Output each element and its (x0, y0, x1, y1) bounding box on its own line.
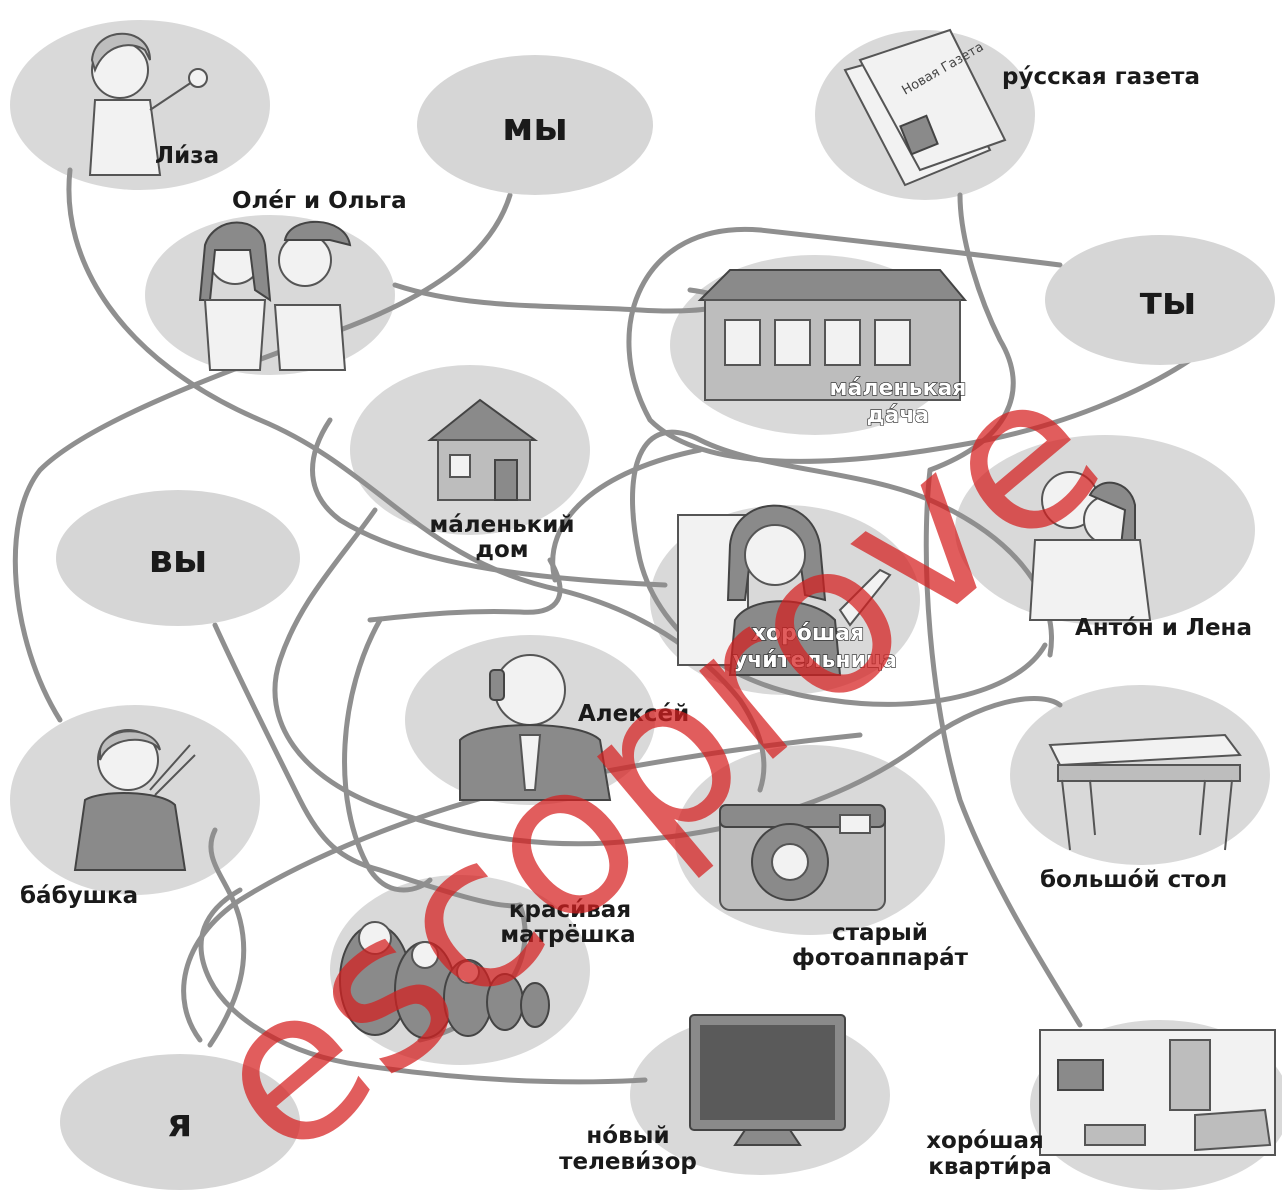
anton-lena-illustration (1028, 471, 1152, 621)
maze-line (198, 887, 648, 1085)
labels: Ли́за Оле́г и Ольга ру́сская газета ма́л… (20, 64, 1252, 1180)
dacha-illustration (697, 269, 968, 401)
maze-line (272, 507, 1063, 847)
label-dacha-line2: да́ча (867, 403, 930, 428)
maze-line (12, 192, 513, 723)
label-uchitelnitsa-line2: учи́тельница (733, 648, 897, 673)
maze-line (630, 429, 1054, 707)
label-gazeta: ру́сская газета (1002, 64, 1200, 90)
matryoshka-illustration (339, 921, 550, 1039)
aleksey-illustration (459, 654, 612, 801)
pronoun-ya: я (60, 1054, 300, 1190)
pronoun-vy: вы (56, 490, 300, 626)
pronoun-vy-label: вы (149, 537, 207, 581)
label-kvartira-line1: хоро́шая (926, 1128, 1044, 1154)
label-dom-line1: ма́ленький (429, 512, 574, 538)
teacher-illustration (677, 504, 892, 676)
maze-line (367, 557, 563, 623)
maze-line (212, 622, 523, 909)
maze-line (181, 732, 863, 1043)
babushka-illustration (73, 729, 196, 871)
label-stol: большо́й стол (1040, 867, 1227, 893)
label-matryoshka-line2: матрёшка (500, 922, 635, 948)
maze-line (342, 617, 433, 893)
maze-line (66, 167, 767, 793)
pronoun-my-label: мы (502, 105, 567, 149)
small-house-illustration (427, 398, 539, 501)
label-liza: Ли́за (155, 143, 219, 169)
label-uchitelnitsa-line1: хоро́шая (752, 621, 865, 646)
maze-line (310, 417, 668, 588)
label-anton-lena: Анто́н и Лена (1075, 615, 1252, 641)
label-dacha-line1: ма́ленькая (830, 376, 967, 401)
maze-line (550, 447, 703, 583)
label-matryoshka-line1: краси́вая (509, 897, 631, 923)
label-fotoapparat-line2: фотоаппара́т (792, 945, 969, 971)
label-aleksey: Алексе́й (578, 701, 689, 727)
apartment-illustration (1039, 1029, 1276, 1156)
table-illustration (1048, 733, 1242, 851)
camera-illustration (719, 804, 886, 911)
maze-line (392, 282, 729, 314)
pronoun-ty: ты (1045, 235, 1275, 365)
pronoun-ya-label: я (168, 1101, 192, 1145)
label-dom-line2: дом (475, 537, 528, 563)
label-babushka: ба́бушка (20, 883, 138, 909)
maze-line (923, 467, 1083, 1028)
label-televizor-line2: телеви́зор (559, 1149, 697, 1175)
label-kvartira-line2: кварти́ра (928, 1154, 1052, 1180)
oleg-olga-illustration (198, 220, 352, 371)
pronoun-ty-label: ты (1140, 279, 1196, 323)
label-televizor-line1: но́вый (586, 1123, 669, 1149)
liza-illustration (88, 32, 208, 176)
label-oleg-olga: Оле́г и Ольга (232, 188, 407, 214)
label-fotoapparat-line1: старый (832, 920, 928, 946)
tv-illustration (689, 1014, 846, 1146)
pronoun-my: мы (417, 55, 653, 195)
